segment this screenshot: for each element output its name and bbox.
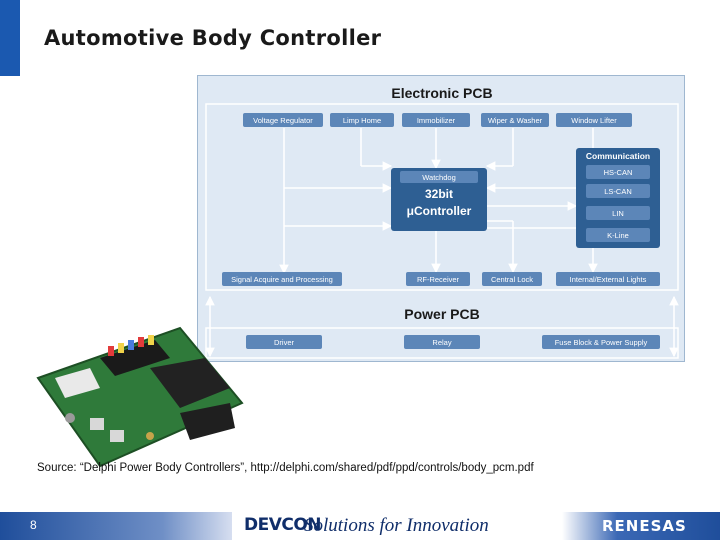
svg-text:RF-Receiver: RF-Receiver	[417, 275, 460, 284]
svg-text:Relay: Relay	[432, 338, 451, 347]
svg-text:Central Lock: Central Lock	[491, 275, 533, 284]
footer-right-band: RENESAS	[562, 512, 720, 540]
pcb-block-diagram: Electronic PCB Voltage Regulator Li	[197, 75, 685, 362]
bus-k-line: K-Line	[586, 228, 650, 242]
communication-block: Communication HS-CAN LS-CAN LIN K-Line	[576, 148, 660, 248]
slide-title: Automotive Body Controller	[44, 26, 382, 50]
tagline: Solutions for Innovation	[304, 515, 489, 536]
module-central-lock: Central Lock	[482, 272, 542, 286]
watchdog-box	[400, 171, 478, 183]
footer-bar: 8 DEVCON Solutions for Innovation RENESA…	[0, 512, 720, 540]
module-voltage-regulator: Voltage Regulator	[243, 113, 323, 127]
module-window-lifter: Window Lifter	[556, 113, 632, 127]
svg-text:K-Line: K-Line	[607, 231, 629, 240]
connector-lines	[205, 128, 679, 358]
svg-text:Fuse Block & Power Supply: Fuse Block & Power Supply	[555, 338, 648, 347]
devcon-logo: DEVCON	[244, 515, 322, 535]
footer-left-band: 8	[0, 512, 232, 540]
svg-text:Voltage Regulator: Voltage Regulator	[253, 116, 313, 125]
module-limp-home: Limp Home	[330, 113, 394, 127]
module-signal-acquire: Signal Acquire and Processing	[222, 272, 342, 286]
svg-text:Internal/External Lights: Internal/External Lights	[570, 275, 647, 284]
bus-ls-can: LS-CAN	[586, 184, 650, 198]
svg-text:Immobilizer: Immobilizer	[417, 116, 456, 125]
svg-text:Driver: Driver	[274, 338, 295, 347]
svg-text:Signal Acquire and Processing: Signal Acquire and Processing	[231, 275, 333, 284]
svg-text:Window Lifter: Window Lifter	[571, 116, 617, 125]
title-accent-bar	[0, 0, 20, 76]
communication-title: Communication	[586, 151, 650, 161]
svg-text:Wiper & Washer: Wiper & Washer	[488, 116, 543, 125]
module-wiper-washer: Wiper & Washer	[481, 113, 549, 127]
core-label-controller: μController	[407, 204, 472, 218]
power-modules: Driver Relay Fuse Block & Power Supply	[246, 335, 660, 349]
core-label-32bit: 32bit	[425, 187, 453, 201]
bottom-modules: Signal Acquire and Processing RF-Receive…	[222, 272, 660, 286]
module-relay: Relay	[404, 335, 480, 349]
page-number: 8	[30, 518, 37, 532]
electronic-pcb-title: Electronic PCB	[391, 85, 492, 101]
module-driver: Driver	[246, 335, 322, 349]
watchdog-label: Watchdog	[422, 173, 456, 182]
power-pcb-title: Power PCB	[404, 306, 479, 322]
svg-text:LS-CAN: LS-CAN	[604, 187, 632, 196]
source-citation: Source: “Delphi Power Body Controllers”,…	[37, 462, 534, 474]
top-modules: Voltage Regulator Limp Home Immobilizer …	[243, 113, 632, 127]
bus-hs-can: HS-CAN	[586, 165, 650, 179]
svg-text:Limp Home: Limp Home	[343, 116, 381, 125]
module-fuse-block: Fuse Block & Power Supply	[542, 335, 660, 349]
renesas-logo: RENESAS	[602, 517, 687, 535]
microcontroller-block: Watchdog 32bit μController	[391, 168, 487, 231]
svg-text:HS-CAN: HS-CAN	[604, 168, 633, 177]
module-lights: Internal/External Lights	[556, 272, 660, 286]
pcb-photo	[30, 318, 245, 468]
bus-lin: LIN	[586, 206, 650, 220]
module-rf-receiver: RF-Receiver	[406, 272, 470, 286]
svg-text:LIN: LIN	[612, 209, 624, 218]
module-immobilizer: Immobilizer	[402, 113, 470, 127]
footer-branding: DEVCON Solutions for Innovation	[232, 512, 562, 540]
